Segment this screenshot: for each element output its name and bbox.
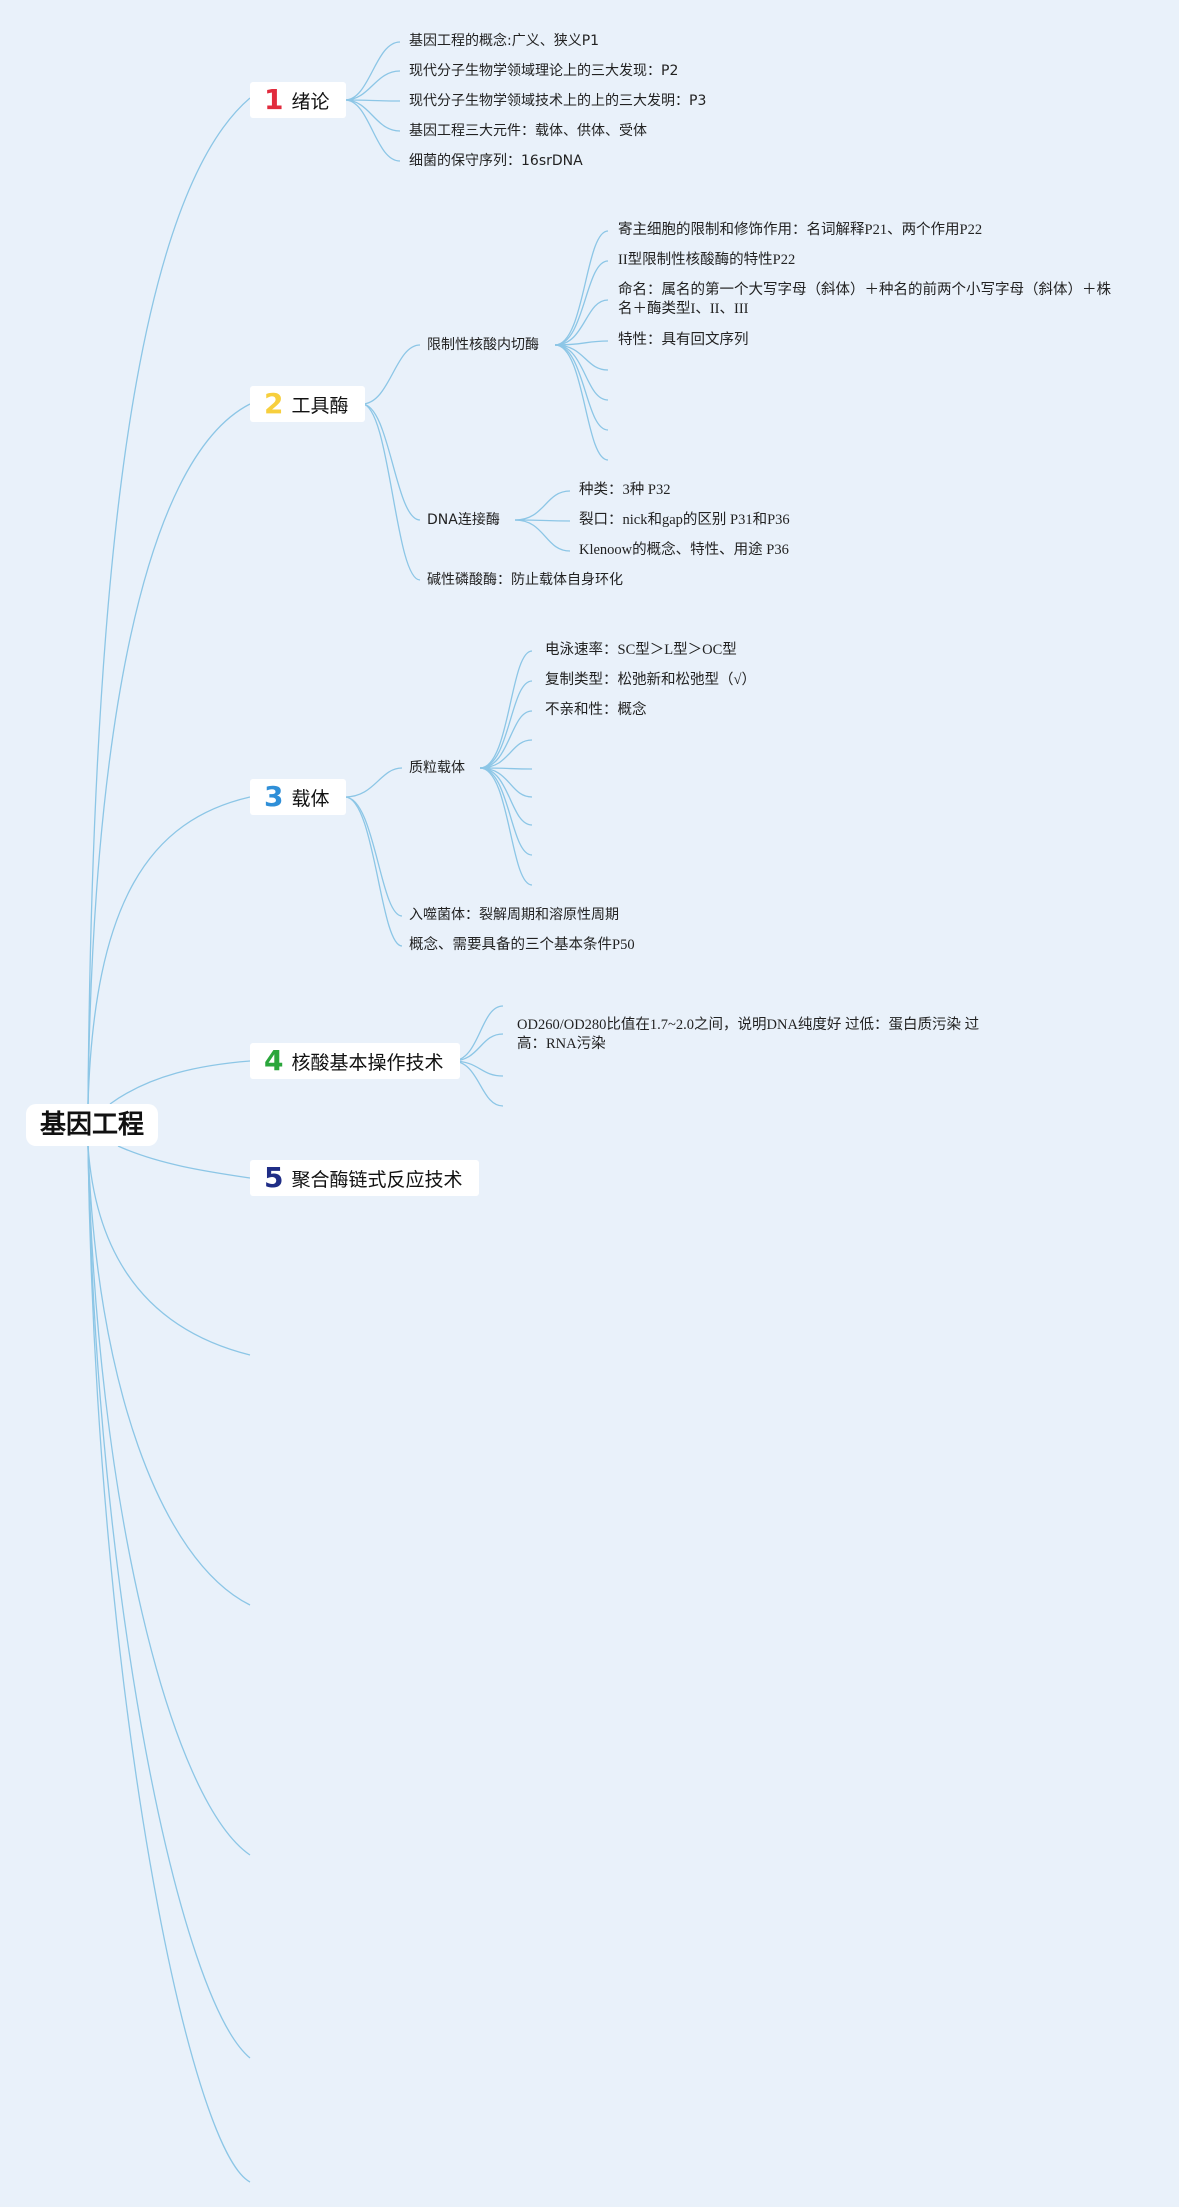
- topic-tool-enzymes[interactable]: 2 工具酶: [250, 386, 365, 422]
- leaf-node[interactable]: 现代分子生物学领域理论上的三大发现：P2: [409, 63, 679, 79]
- number-2-icon: 2: [264, 387, 284, 420]
- topic-label: 载体: [291, 787, 330, 810]
- subtopic-phage[interactable]: 入噬菌体：裂解周期和溶原性周期: [409, 907, 619, 923]
- leaf-node[interactable]: 电泳速率：SC型＞L型＞OC型: [545, 642, 737, 658]
- leaf-node[interactable]: 基因工程的概念:广义、狭义P1: [409, 33, 600, 49]
- topic-label: 聚合酶链式反应技术: [291, 1168, 463, 1191]
- number-1-icon: 1: [264, 83, 284, 116]
- topic-vectors[interactable]: 3 载体: [250, 779, 346, 815]
- leaf-node[interactable]: 复制类型：松弛新和松弛型（√）: [545, 672, 756, 688]
- subtopic-cosmid[interactable]: 概念、需要具备的三个基本条件P50: [409, 937, 635, 953]
- topic-label: 工具酶: [291, 394, 349, 417]
- topic-label: 核酸基本操作技术: [291, 1051, 444, 1074]
- leaf-node[interactable]: Klenoow的概念、特性、用途 P36: [579, 542, 789, 558]
- root-node[interactable]: 基因工程: [26, 1104, 159, 1146]
- subtopic-alkaline-phosphatase[interactable]: 碱性磷酸酶：防止载体自身环化: [427, 572, 623, 588]
- subtopic-dna-ligase[interactable]: DNA连接酶: [427, 512, 500, 528]
- leaf-node[interactable]: 现代分子生物学领域技术上的上的三大发明：P3: [409, 93, 707, 109]
- subtopic-restriction-endonuclease[interactable]: 限制性核酸内切酶: [427, 337, 539, 353]
- leaf-node[interactable]: 不亲和性：概念: [545, 702, 647, 718]
- leaf-node[interactable]: 裂口：nick和gap的区别 P31和P36: [579, 512, 790, 528]
- leaf-node[interactable]: 寄主细胞的限制和修饰作用：名词解释P21、两个作用P22: [618, 222, 983, 238]
- topic-label: 绪论: [291, 90, 330, 113]
- leaf-node[interactable]: OD260/OD280比值在1.7~2.0之间，说明DNA纯度好 过低：蛋白质污…: [517, 1017, 980, 1052]
- leaf-node[interactable]: 命名：属名的第一个大写字母（斜体）＋种名的前两个小写字母（斜体）＋株名＋酶类型I…: [618, 282, 1111, 317]
- number-3-icon: 3: [264, 780, 284, 813]
- leaf-node[interactable]: 特性：具有回文序列: [618, 332, 749, 348]
- leaf-node[interactable]: II型限制性核酸酶的特性P22: [618, 252, 796, 268]
- leaf-node[interactable]: 细菌的保守序列：16srDNA: [409, 153, 583, 169]
- topic-introduction[interactable]: 1 绪论: [250, 82, 346, 118]
- subtopic-plasmid-vector[interactable]: 质粒载体: [409, 760, 465, 776]
- leaf-node[interactable]: 种类：3种 P32: [579, 482, 671, 498]
- topic-pcr[interactable]: 5 聚合酶链式反应技术: [250, 1160, 479, 1196]
- number-5-icon: 5: [264, 1161, 284, 1194]
- leaf-node[interactable]: 基因工程三大元件：载体、供体、受体: [409, 123, 647, 139]
- number-4-icon: 4: [264, 1044, 284, 1077]
- topic-nucleic-acid-techniques[interactable]: 4 核酸基本操作技术: [250, 1043, 460, 1079]
